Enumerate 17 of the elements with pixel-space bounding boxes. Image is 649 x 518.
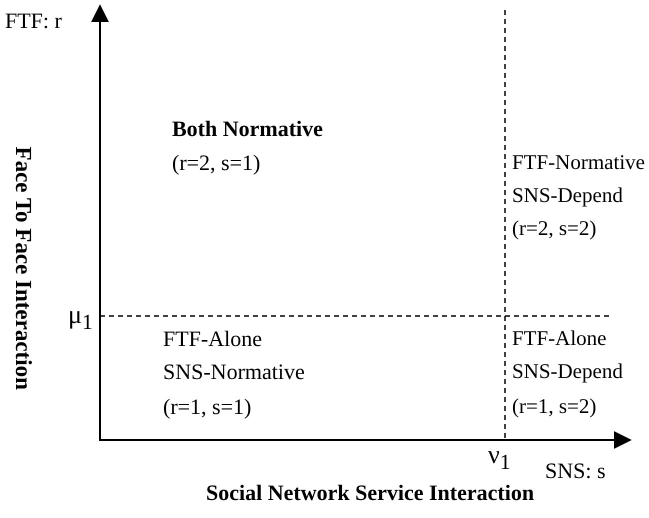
axis-label: FTF: r — [5, 8, 62, 34]
axis-title: Social Network Service Interaction — [206, 480, 534, 506]
quadrant-label: SNS-Depend — [512, 183, 623, 208]
quadrant-label: SNS-Depend — [512, 359, 623, 384]
axis-label: SNS: s — [545, 458, 606, 484]
quadrant-label: (r=1, s=2) — [512, 394, 596, 418]
quadrant-label: SNS-Normative — [163, 359, 305, 384]
quadrant-label: FTF-Alone — [512, 326, 606, 350]
quadrant-label: FTF-Alone — [163, 326, 262, 352]
quadrant-label: (r=2, s=2) — [512, 216, 596, 240]
axis-title: Face To Face Interaction — [9, 146, 36, 390]
threshold-label: ν$_{1}$ — [488, 440, 511, 476]
quadrant-title: Both Normative — [172, 116, 323, 142]
quadrant-label: FTF-Normative — [512, 150, 645, 174]
quadrant-label: (r=1, s=1) — [163, 394, 252, 420]
threshold-label: μ$_{1}$ — [68, 300, 93, 336]
quadrant-label: (r=2, s=1) — [172, 150, 260, 176]
